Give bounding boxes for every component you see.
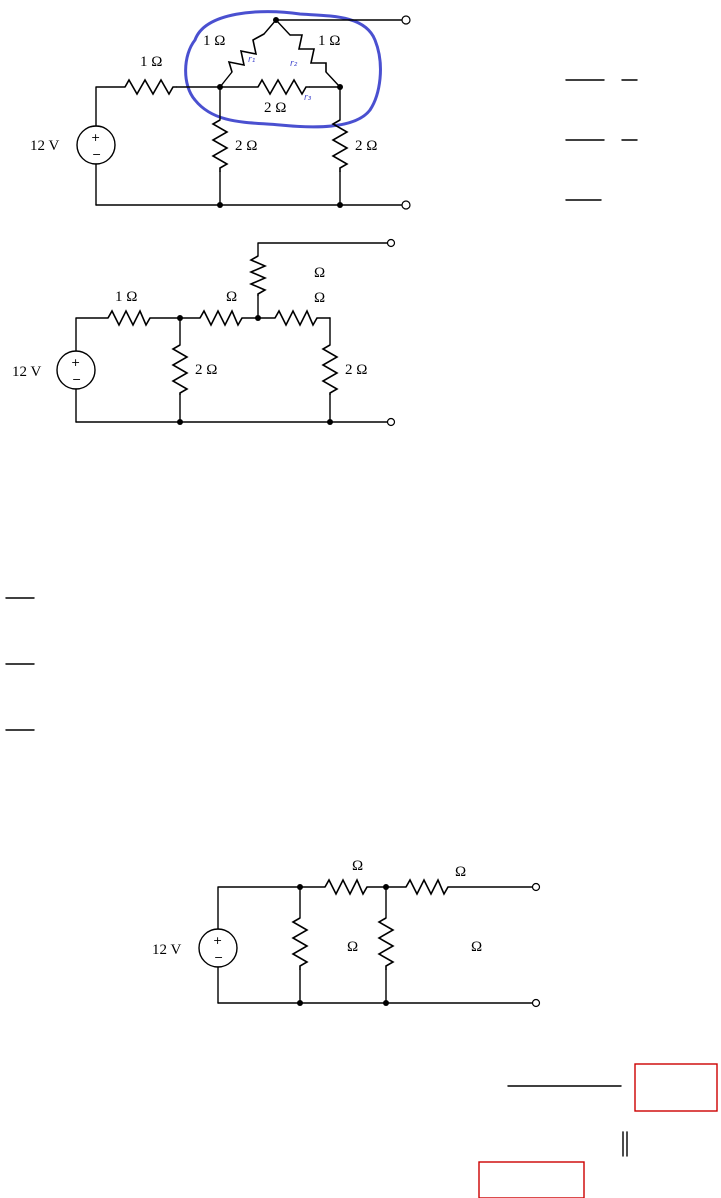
- resistor-label: 2 Ω: [195, 362, 217, 378]
- resistor-label: Ω: [314, 265, 325, 281]
- resistor-label: Ω: [347, 939, 358, 955]
- resistor-label: 2 Ω: [355, 138, 377, 154]
- source-plus: +: [71, 356, 80, 369]
- terminal-bottom-2: [386, 417, 396, 427]
- annotation-r1: r₁: [248, 55, 256, 65]
- resistor-top-right: [405, 878, 449, 896]
- wire: [275, 19, 291, 36]
- result-box-voltage: [634, 1063, 718, 1112]
- annotation-r2: r₂: [290, 59, 298, 69]
- node: [337, 84, 343, 90]
- resistor-label: 2 Ω: [345, 362, 367, 378]
- node: [297, 1000, 303, 1006]
- source-minus: −: [214, 951, 223, 964]
- source-label-2: 12 V: [12, 364, 41, 380]
- wire: [75, 317, 109, 352]
- resistor-label: 1 Ω: [140, 54, 162, 70]
- circuit-3: + − 12 V Ω Ω Ω Ω: [152, 858, 541, 1008]
- terminal-top-3: [531, 882, 541, 892]
- delta-annotation-loop: [184, 10, 382, 129]
- resistor-y-right: [274, 309, 318, 327]
- output-resistance-label: Ω: [471, 939, 482, 955]
- wire: [217, 886, 326, 930]
- node: [177, 419, 183, 425]
- resistor-label: Ω: [352, 858, 363, 874]
- source-label-3: 12 V: [152, 942, 181, 958]
- node: [337, 202, 343, 208]
- resistor-shunt-right: [321, 344, 339, 395]
- node: [217, 84, 223, 90]
- resistor-delta-right: [290, 34, 327, 72]
- resistor-delta-left: [227, 33, 265, 73]
- terminal-bottom-1: [401, 200, 411, 210]
- result-box-resistance: [478, 1161, 585, 1198]
- node: [297, 884, 303, 890]
- wire: [325, 71, 341, 88]
- resistor-label: 1 Ω: [203, 33, 225, 49]
- resistor-series-2: [107, 309, 151, 327]
- source-minus: −: [72, 373, 81, 386]
- node: [327, 419, 333, 425]
- resistor-label: 1 Ω: [318, 33, 340, 49]
- node: [217, 202, 223, 208]
- node: [383, 1000, 389, 1006]
- top-output-wire-2: [257, 242, 389, 257]
- source-plus: +: [91, 131, 100, 144]
- node: [177, 315, 183, 321]
- source-plus: +: [213, 934, 222, 947]
- source-minus: −: [92, 148, 101, 161]
- wire: [219, 71, 233, 88]
- node: [383, 884, 389, 890]
- resistor-y-left: [199, 309, 243, 327]
- annotation-r3: r₃: [304, 93, 312, 103]
- resistor-series-1: [124, 78, 177, 96]
- terminal-top-2: [386, 238, 396, 248]
- resistor-label: Ω: [314, 290, 325, 306]
- wire: [95, 86, 126, 127]
- source-label-1: 12 V: [30, 138, 59, 154]
- resistor-label: Ω: [455, 864, 466, 880]
- resistor-label: 2 Ω: [235, 138, 257, 154]
- resistor-shunt-left: [171, 344, 189, 395]
- resistor-label: Ω: [226, 289, 237, 305]
- node: [273, 17, 279, 23]
- resistor-shunt-right: [331, 119, 349, 172]
- circuit-2: + − 12 V 1 Ω Ω Ω Ω 2 Ω 2 Ω: [12, 238, 396, 427]
- terminal-top-1: [401, 15, 411, 25]
- circuit-1: + − 12 V 1 Ω 1 Ω 1 Ω 2 Ω 2 Ω: [30, 10, 638, 210]
- wire: [263, 19, 277, 35]
- resistor-top-mid: [324, 878, 368, 896]
- resistor-y-top: [248, 255, 268, 296]
- resistor-label: 2 Ω: [264, 100, 286, 116]
- resistor-shunt-left: [291, 917, 309, 970]
- resistor-shunt-left: [211, 119, 229, 172]
- node: [255, 315, 261, 321]
- resistor-label: 1 Ω: [115, 289, 137, 305]
- resistor-shunt-mid: [377, 917, 395, 970]
- terminal-bottom-3: [531, 998, 541, 1008]
- resistor-delta-bottom: [257, 78, 310, 96]
